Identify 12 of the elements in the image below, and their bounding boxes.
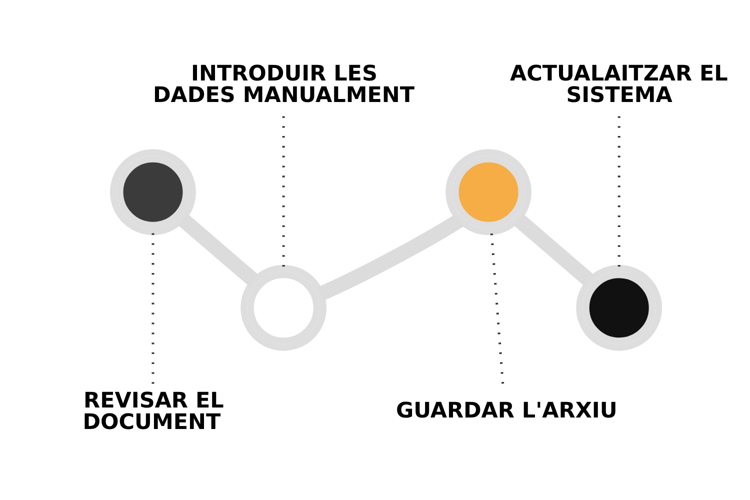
connector bbox=[318, 214, 464, 301]
node-text: INTRODUIR LES DADES MANUALMENT bbox=[152, 61, 414, 108]
connector bbox=[178, 214, 259, 286]
node-circle bbox=[240, 264, 327, 351]
node-circle bbox=[446, 149, 532, 236]
node-text: REVISAR EL DOCUMENT bbox=[82, 388, 224, 436]
node-text: GUARDAR L'ARXIU bbox=[396, 398, 618, 424]
connector bbox=[490, 232, 504, 384]
node-circle bbox=[576, 264, 662, 351]
node-circle bbox=[110, 149, 196, 236]
connector bbox=[513, 214, 594, 286]
node-text: ACTUALAITZAR EL SISTEMA bbox=[510, 61, 728, 108]
